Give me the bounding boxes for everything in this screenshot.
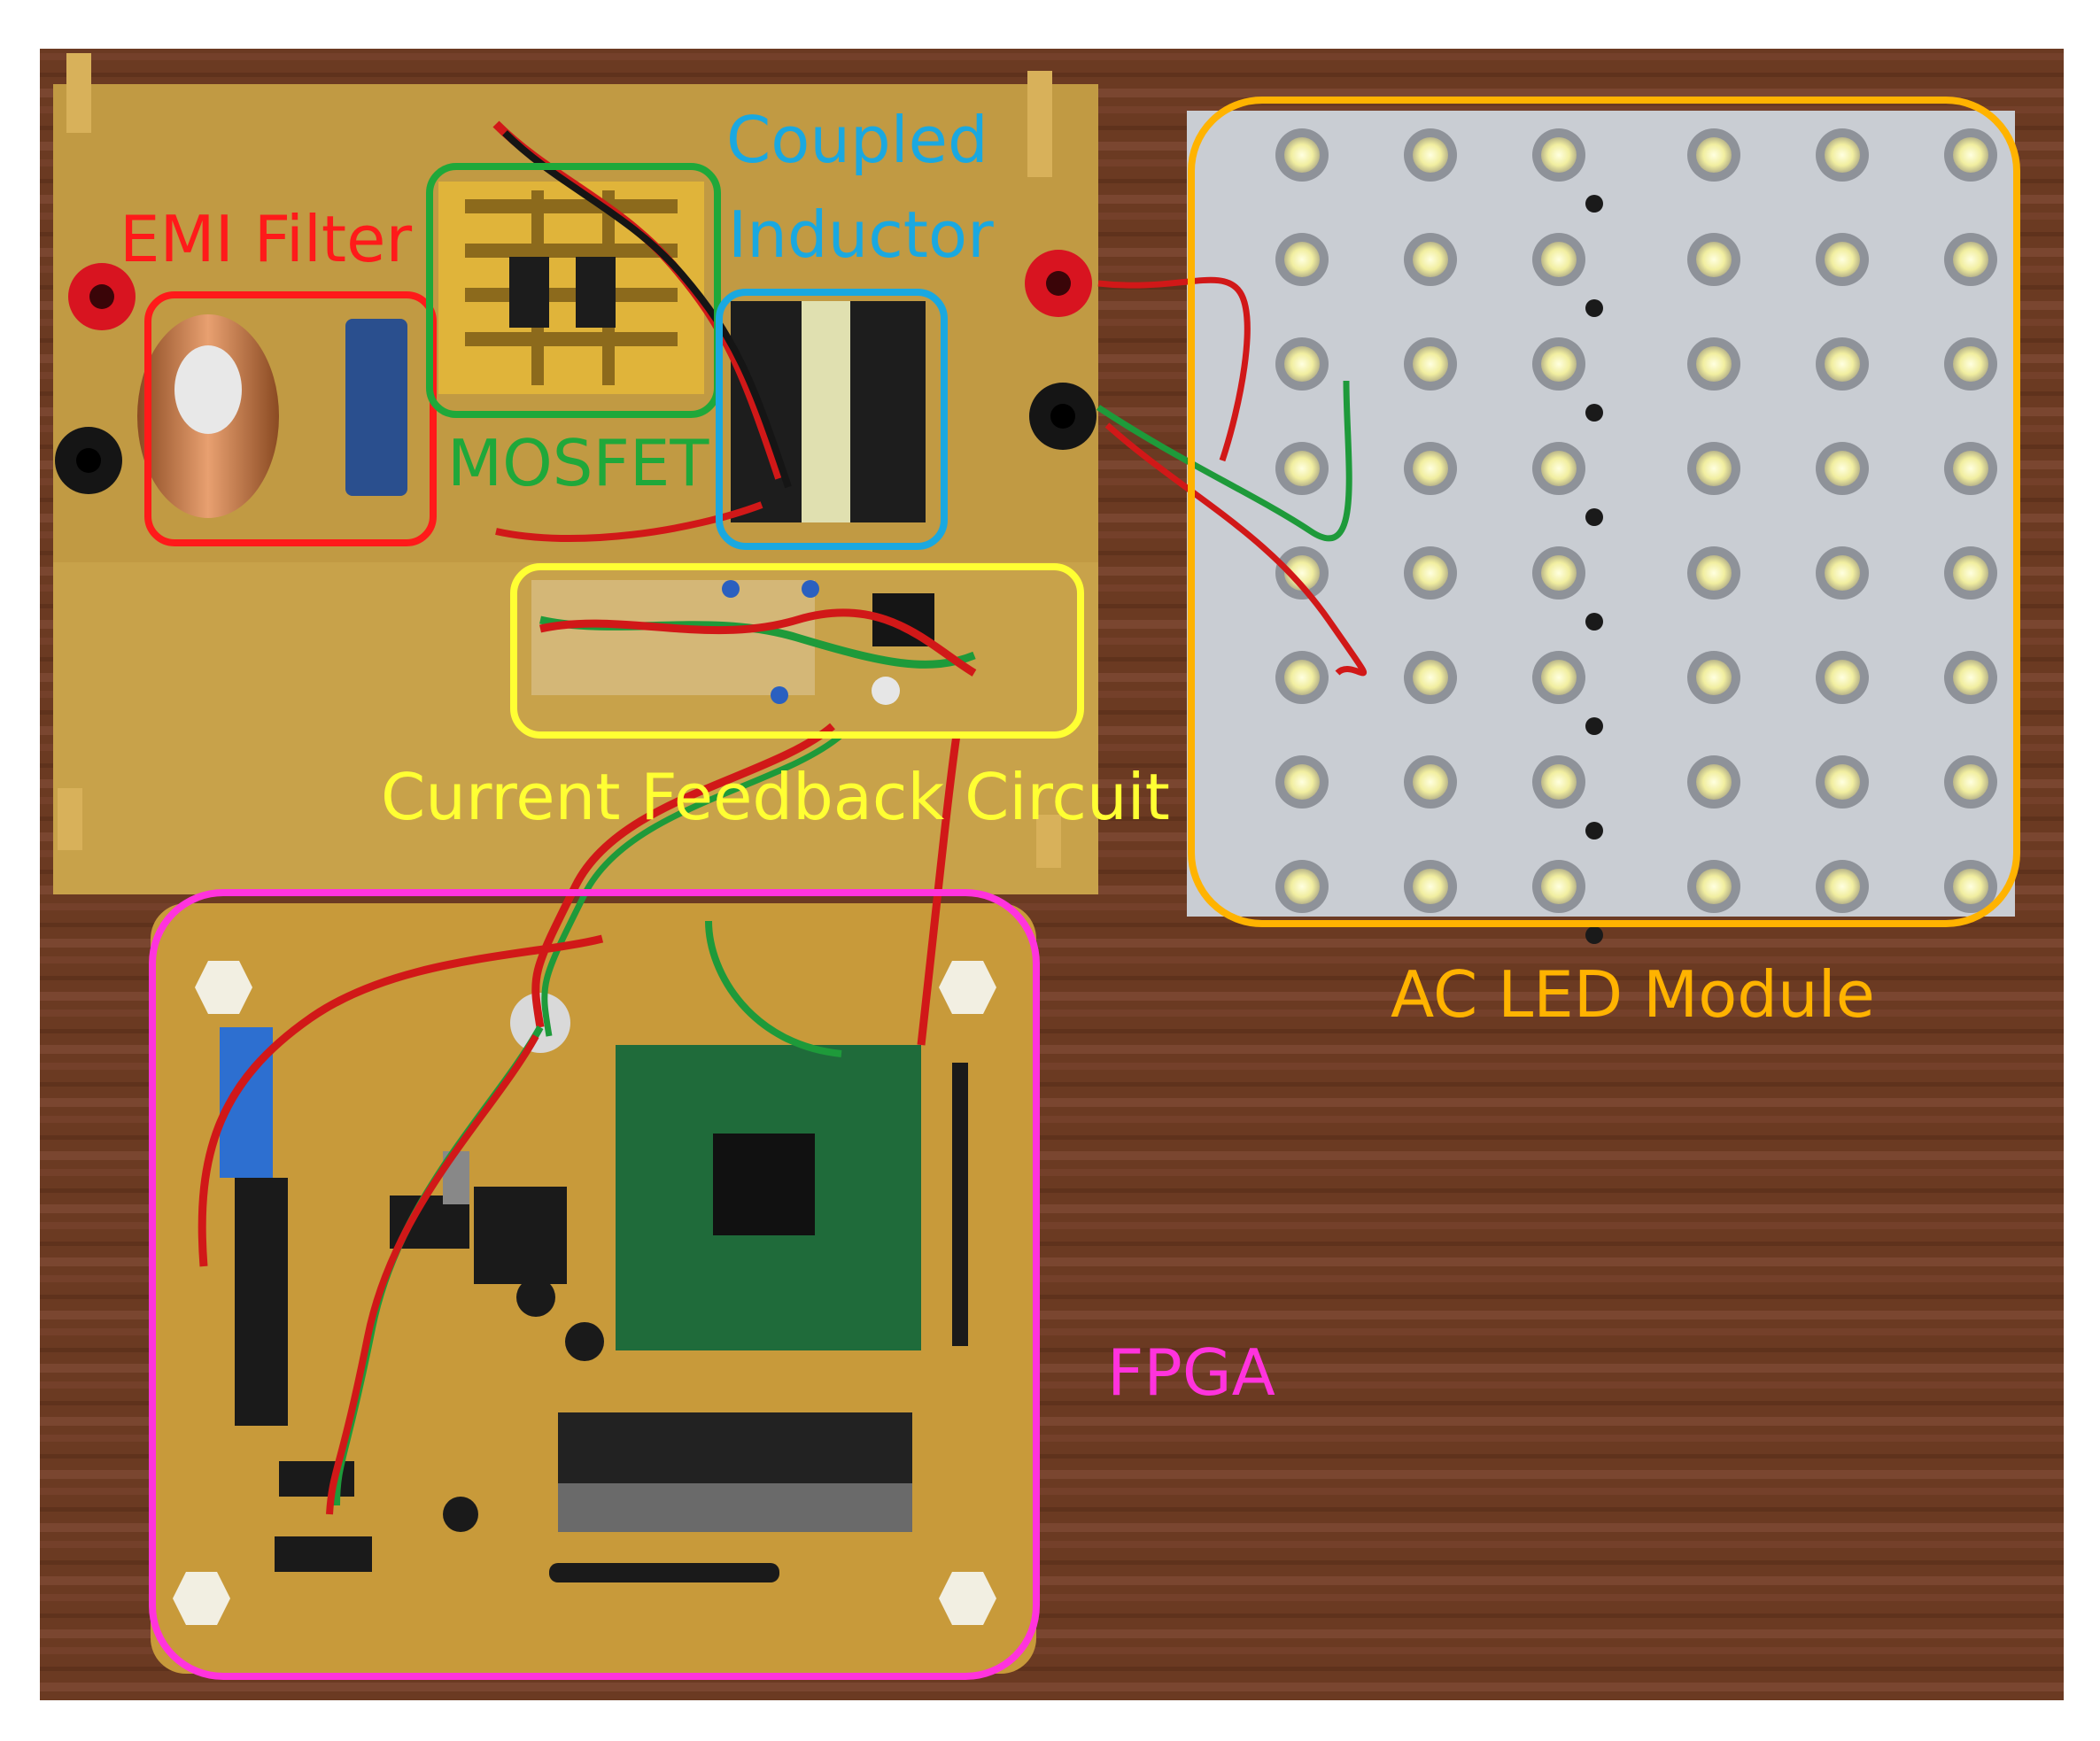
led [1541, 660, 1577, 695]
label-fpga: FPGA [1107, 1335, 1275, 1410]
led [1284, 346, 1320, 382]
led [1284, 764, 1320, 800]
led [1284, 869, 1320, 904]
led [1413, 346, 1448, 382]
ac-led-module-box [1188, 97, 2020, 927]
led [1696, 555, 1732, 591]
led [1825, 451, 1860, 486]
led [1284, 555, 1320, 591]
mounting-hole [1585, 822, 1603, 840]
led [1953, 764, 1988, 800]
led [1284, 137, 1320, 173]
led [1825, 555, 1860, 591]
led [1413, 451, 1448, 486]
led [1541, 555, 1577, 591]
led [1825, 660, 1860, 695]
led [1696, 764, 1732, 800]
mounting-hole [1585, 926, 1603, 944]
coupled-inductor-box [716, 289, 948, 550]
led [1825, 869, 1860, 904]
mounting-hole [1585, 299, 1603, 317]
led [1284, 451, 1320, 486]
led [1825, 242, 1860, 277]
current-feedback-box [510, 563, 1084, 739]
led [1541, 764, 1577, 800]
mounting-hole [1585, 613, 1603, 631]
fpga-box [149, 889, 1040, 1680]
led [1541, 869, 1577, 904]
led [1696, 346, 1732, 382]
led [1825, 346, 1860, 382]
label-mosfet: MOSFET [447, 426, 709, 500]
led [1696, 451, 1732, 486]
led [1953, 137, 1988, 173]
fpga-board [151, 723, 1036, 1674]
led [1696, 869, 1732, 904]
led [1696, 660, 1732, 695]
led [1413, 242, 1448, 277]
led [1953, 451, 1988, 486]
mounting-hole [1585, 195, 1603, 213]
power-board [53, 53, 1098, 894]
led [1825, 137, 1860, 173]
led-module [1096, 111, 2015, 944]
mounting-hole [1585, 404, 1603, 422]
emi-filter-box [144, 291, 437, 546]
label-inductor: Inductor [728, 197, 994, 272]
led [1284, 660, 1320, 695]
led [1413, 869, 1448, 904]
label-emi-filter: EMI Filter [120, 202, 412, 276]
label-ac-led-module: AC LED Module [1391, 957, 1875, 1032]
led [1413, 764, 1448, 800]
mounting-hole [1585, 508, 1603, 526]
led [1953, 869, 1988, 904]
led [1541, 242, 1577, 277]
led [1541, 451, 1577, 486]
led [1541, 137, 1577, 173]
label-current-feedback: Current Feedback Circuit [381, 760, 1170, 834]
led [1413, 660, 1448, 695]
led [1696, 137, 1732, 173]
mosfet-box [426, 163, 721, 418]
led [1953, 242, 1988, 277]
led [1541, 346, 1577, 382]
mounting-hole [1585, 717, 1603, 735]
led [1953, 346, 1988, 382]
led [1413, 137, 1448, 173]
led [1284, 242, 1320, 277]
led [1825, 764, 1860, 800]
led [1953, 660, 1988, 695]
label-coupled: Coupled [726, 103, 988, 177]
led [1413, 555, 1448, 591]
led [1953, 555, 1988, 591]
led [1696, 242, 1732, 277]
